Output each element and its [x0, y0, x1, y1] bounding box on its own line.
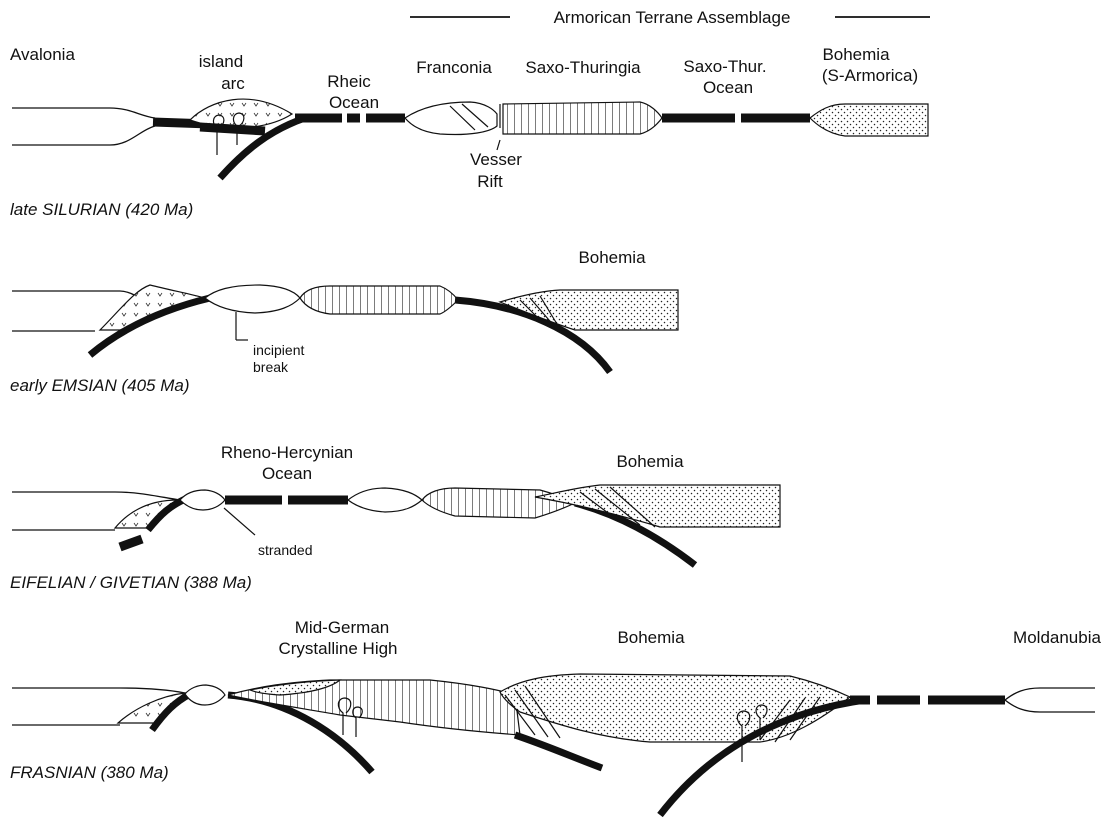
vesser-rift-label-1: Vesser [470, 150, 522, 169]
vesser-rift-label-2: Rift [477, 172, 503, 191]
bohemia-block-panel1 [810, 104, 928, 136]
bohemia-block-p3 [535, 485, 780, 527]
stage-frasnian: FRASNIAN (380 Ma) [10, 763, 169, 782]
stranded-label: stranded [258, 542, 312, 558]
saxo-thuringia-label: Saxo-Thuringia [525, 58, 641, 77]
panel-late-silurian: Avalonia island arc Rheic Ocean Franconi… [10, 45, 928, 219]
saxo-thuringia-block-p2 [300, 286, 458, 314]
panel-early-emsian: Bohemia incipient break early EMSIAN (40… [10, 248, 678, 395]
vesser-rift-pointer [497, 140, 500, 150]
bohemia-label-p2: Bohemia [578, 248, 646, 267]
avalonia-label: Avalonia [10, 45, 75, 64]
stage-late-silurian: late SILURIAN (420 Ma) [10, 200, 193, 219]
slab-under-saxo-thuringia [515, 735, 602, 768]
moldanubia-crust [1005, 688, 1095, 712]
stage-eifelian-givetian: EIFELIAN / GIVETIAN (388 Ma) [10, 573, 252, 592]
bohemia-label-p3: Bohemia [616, 452, 684, 471]
detached-slab-p3 [120, 539, 142, 547]
arc-base-crust [200, 127, 265, 131]
franconia-block-p3 [348, 488, 422, 512]
stage-early-emsian: early EMSIAN (405 Ma) [10, 376, 190, 395]
saxo-thuringia-block [503, 102, 662, 134]
island-arc-label-1: island [199, 52, 243, 71]
avalonia-crust [12, 108, 155, 145]
franconia-label: Franconia [416, 58, 492, 77]
arc-remnant-p2 [100, 285, 205, 330]
terrane-assemblage-label: Armorican Terrane Assemblage [554, 8, 791, 27]
rheno-hercynian-label-2: Ocean [262, 464, 312, 483]
incipient-label-2: break [253, 359, 289, 375]
rheno-hercynian-label-1: Rheno-Hercynian [221, 443, 353, 462]
panel-frasnian: Mid-German Crystalline High Bohemia Mold… [10, 618, 1101, 815]
franconia-block-p2 [205, 285, 300, 313]
island-arc-label-2: arc [221, 74, 245, 93]
saxo-thur-ocean-label-1: Saxo-Thur. [683, 57, 766, 76]
saxo-thur-ocean-label-2: Ocean [703, 78, 753, 97]
incipient-label-1: incipient [253, 342, 304, 358]
moldanubia-label: Moldanubia [1013, 628, 1101, 647]
rheic-label-1: Rheic [327, 72, 371, 91]
bohemia-block-p2 [500, 290, 678, 330]
arc-remnant-p3 [115, 500, 178, 528]
rheic-label-2: Ocean [329, 93, 379, 112]
stranded-block-p3 [180, 490, 225, 510]
saxo-thuringia-block-p3 [422, 488, 575, 518]
mid-german-label-1: Mid-German [295, 618, 389, 637]
stranded-pointer [224, 508, 255, 535]
panel-eifelian-givetian: Rheno-Hercynian Ocean Bohemia stranded E… [10, 443, 780, 592]
terrane-assemblage-header: Armorican Terrane Assemblage [410, 8, 930, 27]
stranded-block-p4 [185, 685, 225, 705]
bohemia-label-p4: Bohemia [617, 628, 685, 647]
bohemia-s-armorica-label-1: Bohemia [822, 45, 890, 64]
bohemia-s-armorica-label-2: (S-Armorica) [822, 66, 918, 85]
mid-german-label-2: Crystalline High [278, 639, 397, 658]
